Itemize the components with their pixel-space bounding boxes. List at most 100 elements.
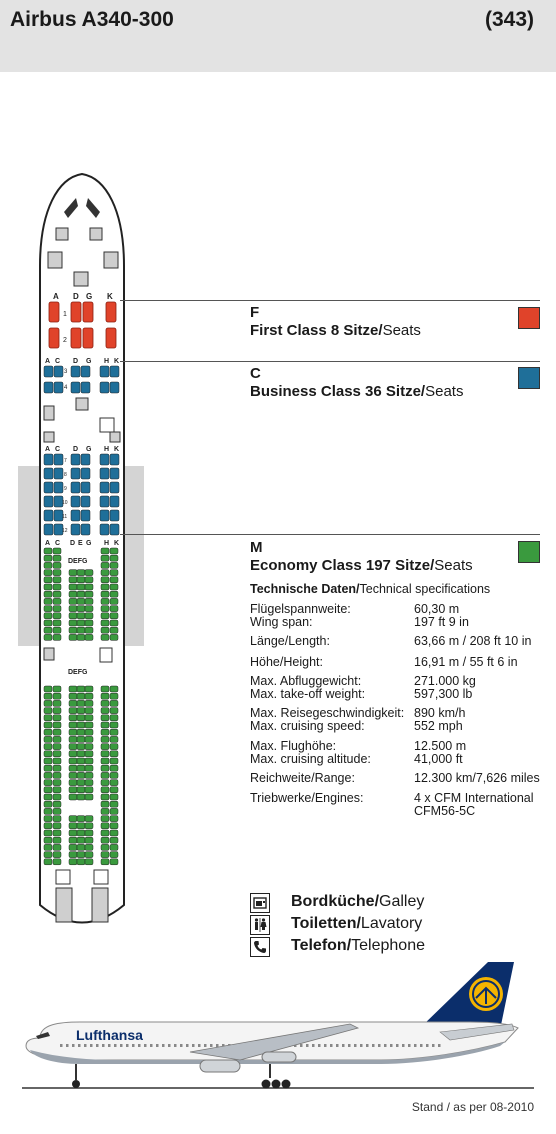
economy-class-seat[interactable]	[68, 619, 78, 627]
economy-class-seat[interactable]	[84, 736, 94, 743]
economy-class-seat[interactable]	[76, 844, 86, 851]
economy-class-seat[interactable]	[68, 685, 78, 693]
economy-class-seat[interactable]	[68, 822, 78, 830]
economy-class-seat[interactable]	[109, 714, 119, 722]
economy-class-seat[interactable]	[52, 707, 62, 714]
business-class-seat[interactable]	[53, 481, 64, 494]
economy-class-seat[interactable]	[76, 786, 86, 794]
economy-class-seat[interactable]	[68, 612, 78, 620]
economy-class-seat[interactable]	[52, 793, 62, 801]
business-class-seat[interactable]	[53, 509, 64, 522]
business-class-seat[interactable]	[99, 509, 110, 522]
economy-class-seat[interactable]	[100, 626, 110, 634]
economy-class-seat[interactable]	[84, 793, 94, 801]
economy-class-seat[interactable]	[84, 700, 94, 707]
economy-class-seat[interactable]	[52, 619, 62, 627]
business-class-seat[interactable]	[99, 523, 110, 536]
economy-class-seat[interactable]	[43, 554, 53, 562]
economy-class-seat[interactable]	[43, 547, 53, 555]
economy-class-seat[interactable]	[100, 786, 110, 794]
business-class-seat[interactable]	[109, 509, 120, 522]
economy-class-seat[interactable]	[43, 583, 53, 591]
business-class-seat[interactable]	[80, 495, 91, 508]
business-class-seat[interactable]	[53, 467, 64, 480]
economy-class-seat[interactable]	[76, 626, 86, 634]
economy-class-seat[interactable]	[43, 728, 53, 736]
economy-class-seat[interactable]	[76, 793, 86, 801]
economy-class-seat[interactable]	[68, 858, 78, 866]
economy-class-seat[interactable]	[76, 757, 86, 765]
economy-class-seat[interactable]	[109, 844, 119, 851]
economy-class-seat[interactable]	[100, 793, 110, 801]
economy-class-seat[interactable]	[84, 772, 94, 779]
economy-class-seat[interactable]	[100, 547, 110, 555]
economy-class-seat[interactable]	[68, 815, 78, 822]
economy-class-seat[interactable]	[109, 562, 119, 569]
economy-class-seat[interactable]	[84, 815, 94, 822]
economy-class-seat[interactable]	[52, 836, 62, 844]
business-class-seat[interactable]	[99, 495, 110, 508]
economy-class-seat[interactable]	[43, 605, 53, 612]
economy-class-seat[interactable]	[84, 743, 94, 750]
economy-class-seat[interactable]	[52, 743, 62, 750]
economy-class-seat[interactable]	[100, 736, 110, 743]
economy-class-seat[interactable]	[76, 605, 86, 612]
economy-class-seat[interactable]	[84, 750, 94, 758]
economy-class-seat[interactable]	[109, 779, 119, 786]
economy-class-seat[interactable]	[43, 786, 53, 794]
economy-class-seat[interactable]	[109, 634, 119, 641]
economy-class-seat[interactable]	[109, 547, 119, 555]
economy-class-seat[interactable]	[43, 793, 53, 801]
economy-class-seat[interactable]	[76, 750, 86, 758]
economy-class-seat[interactable]	[52, 583, 62, 591]
business-class-seat[interactable]	[43, 523, 54, 536]
economy-class-seat[interactable]	[43, 808, 53, 815]
economy-class-seat[interactable]	[43, 757, 53, 765]
business-class-seat[interactable]	[99, 453, 110, 466]
economy-class-seat[interactable]	[68, 692, 78, 700]
economy-class-seat[interactable]	[52, 829, 62, 837]
economy-class-seat[interactable]	[84, 721, 94, 729]
economy-class-seat[interactable]	[76, 576, 86, 584]
economy-class-seat[interactable]	[68, 844, 78, 851]
economy-class-seat[interactable]	[52, 714, 62, 722]
economy-class-seat[interactable]	[100, 700, 110, 707]
economy-class-seat[interactable]	[68, 626, 78, 634]
business-class-seat[interactable]	[43, 365, 54, 378]
economy-class-seat[interactable]	[109, 554, 119, 562]
economy-class-seat[interactable]	[76, 714, 86, 722]
economy-class-seat[interactable]	[100, 714, 110, 722]
economy-class-seat[interactable]	[68, 605, 78, 612]
business-class-seat[interactable]	[80, 453, 91, 466]
economy-class-seat[interactable]	[109, 836, 119, 844]
economy-class-seat[interactable]	[68, 772, 78, 779]
economy-class-seat[interactable]	[84, 612, 94, 620]
economy-class-seat[interactable]	[76, 815, 86, 822]
business-class-seat[interactable]	[109, 453, 120, 466]
economy-class-seat[interactable]	[68, 576, 78, 584]
business-class-seat[interactable]	[70, 381, 81, 394]
economy-class-seat[interactable]	[109, 772, 119, 779]
economy-class-seat[interactable]	[52, 562, 62, 569]
business-class-seat[interactable]	[70, 523, 81, 536]
economy-class-seat[interactable]	[43, 685, 53, 693]
economy-class-seat[interactable]	[109, 626, 119, 634]
economy-class-seat[interactable]	[109, 700, 119, 707]
economy-class-seat[interactable]	[43, 612, 53, 620]
economy-class-seat[interactable]	[100, 757, 110, 765]
business-class-seat[interactable]	[99, 467, 110, 480]
economy-class-seat[interactable]	[100, 598, 110, 605]
economy-class-seat[interactable]	[76, 822, 86, 830]
economy-class-seat[interactable]	[100, 707, 110, 714]
economy-class-seat[interactable]	[100, 619, 110, 627]
economy-class-seat[interactable]	[43, 764, 53, 772]
economy-class-seat[interactable]	[52, 685, 62, 693]
economy-class-seat[interactable]	[52, 598, 62, 605]
economy-class-seat[interactable]	[52, 822, 62, 830]
economy-class-seat[interactable]	[100, 590, 110, 598]
economy-class-seat[interactable]	[84, 590, 94, 598]
economy-class-seat[interactable]	[100, 692, 110, 700]
business-class-seat[interactable]	[80, 365, 91, 378]
economy-class-seat[interactable]	[68, 750, 78, 758]
economy-class-seat[interactable]	[109, 721, 119, 729]
